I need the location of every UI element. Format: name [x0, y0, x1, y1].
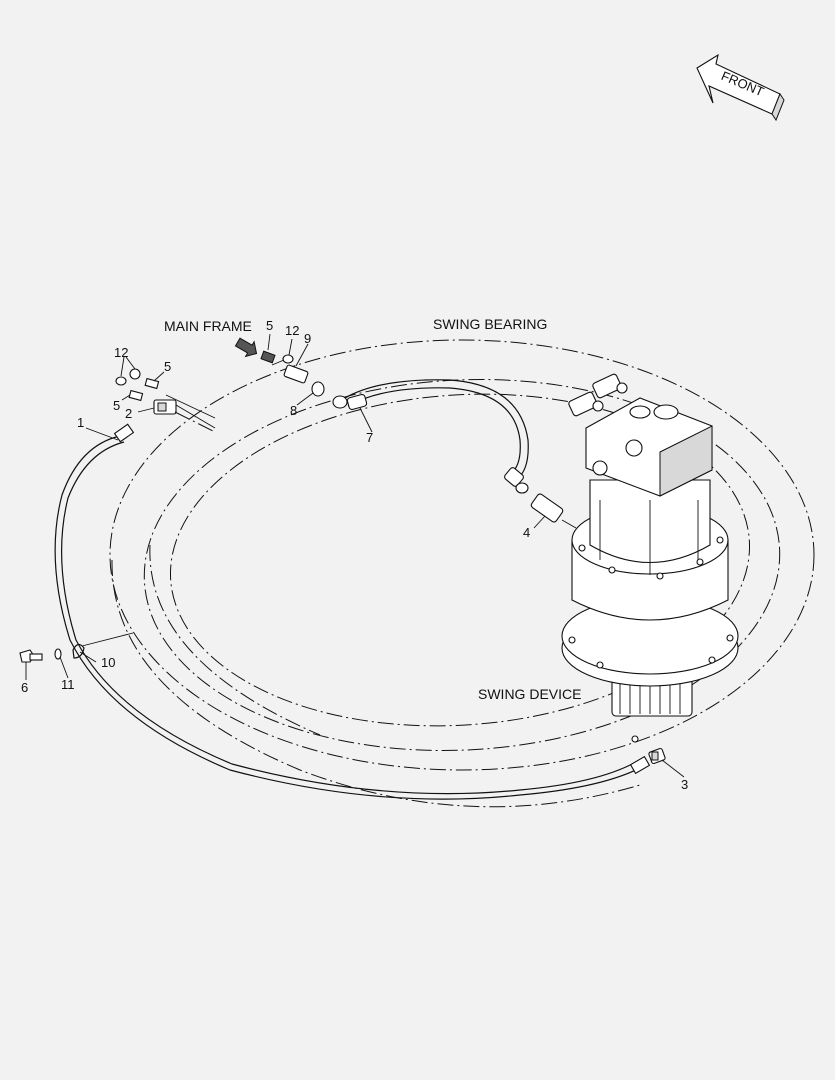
callout-2: 2	[125, 406, 132, 421]
callout-6: 6	[21, 680, 28, 695]
swing-device-motor	[561, 373, 739, 717]
callout-12-left: 12	[114, 345, 128, 360]
callout-8: 8	[290, 403, 297, 418]
leader-lines	[25, 333, 685, 778]
fittings-left-cluster	[115, 368, 216, 433]
fitting-4	[515, 482, 577, 529]
main-frame-label: MAIN FRAME	[164, 318, 252, 334]
callout-11: 11	[61, 677, 75, 692]
callout-4: 4	[523, 525, 530, 540]
main-frame-arrow-icon	[234, 337, 258, 358]
fittings-main-frame	[234, 337, 325, 397]
hose-1	[54, 423, 651, 800]
clamp-parts	[19, 632, 134, 663]
callout-3: 3	[681, 777, 688, 792]
callout-5-right: 5	[164, 359, 171, 374]
callout-5-top: 5	[266, 318, 273, 333]
callout-10: 10	[101, 655, 115, 670]
hose-7	[332, 379, 529, 487]
callout-1: 1	[77, 415, 84, 430]
callout-7: 7	[366, 430, 373, 445]
swing-device-label: SWING DEVICE	[478, 686, 581, 702]
front-arrow-icon: FRONT	[696, 53, 785, 122]
callout-5-left: 5	[113, 398, 120, 413]
callout-9: 9	[304, 331, 311, 346]
swing-bearing-label: SWING BEARING	[433, 316, 547, 332]
fitting-3	[631, 735, 666, 765]
callout-12-top: 12	[285, 323, 299, 338]
